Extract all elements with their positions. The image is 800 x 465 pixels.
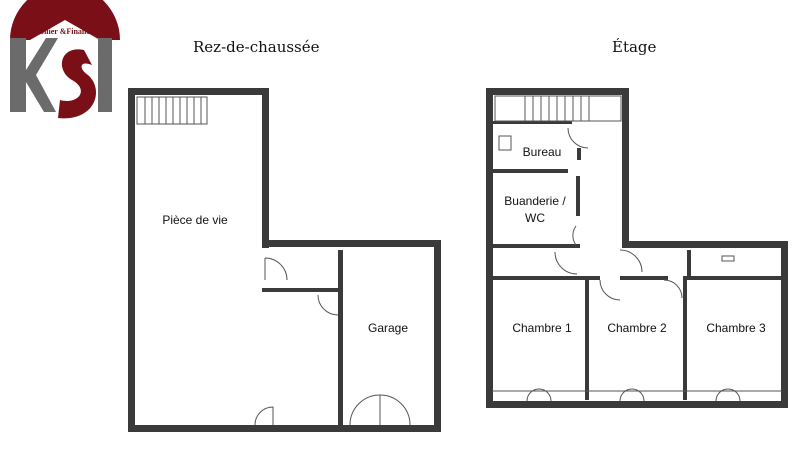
room-chambre-1: Chambre 1 bbox=[512, 321, 572, 335]
upper-doors bbox=[526, 127, 741, 402]
ground-doors bbox=[254, 257, 411, 426]
upper-floor-title: Étage bbox=[612, 38, 657, 56]
upper-stairs bbox=[492, 95, 782, 392]
room-piece-de-vie: Pièce de vie bbox=[162, 213, 228, 227]
ground-floor-title: Rez-de-chaussée bbox=[193, 38, 320, 56]
room-wc: WC bbox=[525, 211, 545, 225]
room-chambre-3: Chambre 3 bbox=[706, 321, 766, 335]
room-buanderie: Buanderie / bbox=[504, 194, 566, 208]
ksi-logo: Immobilier &Financement bbox=[10, 0, 120, 119]
ground-walls bbox=[128, 88, 441, 432]
room-bureau: Bureau bbox=[523, 145, 562, 159]
room-garage: Garage bbox=[368, 321, 408, 335]
ground-stairs bbox=[136, 96, 208, 125]
room-chambre-2: Chambre 2 bbox=[607, 321, 667, 335]
upper-walls bbox=[486, 88, 788, 408]
logo-text: Immobilier &Financement bbox=[19, 27, 111, 36]
